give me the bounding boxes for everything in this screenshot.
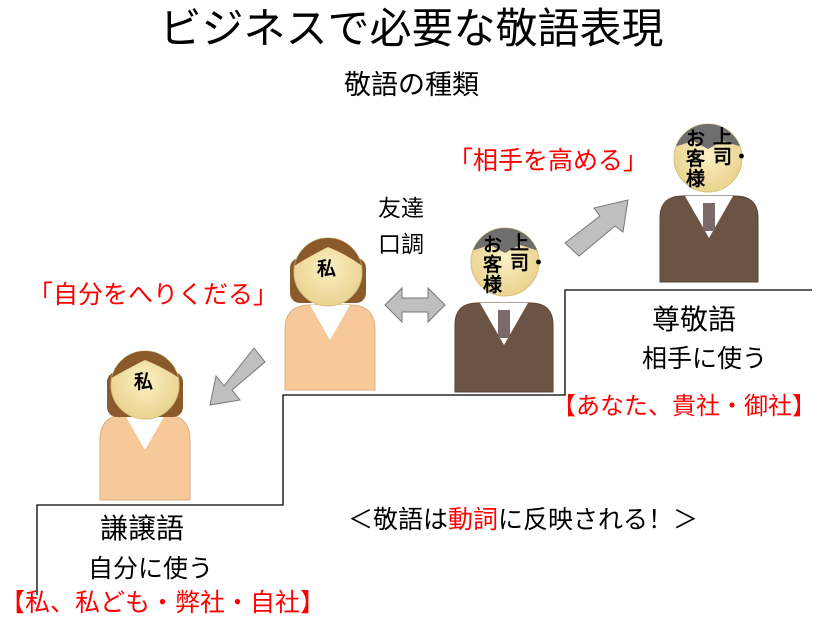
arrow-down-left-icon [209, 347, 266, 406]
page-title: ビジネスで必要な敬語表現 [159, 4, 664, 53]
woman-figure-humble [99, 350, 191, 501]
man-figure-boss-elevated [659, 123, 759, 283]
kenjougo-title: 謙譲語 [100, 512, 185, 545]
sonkeigo-title: 尊敬語 [652, 303, 737, 336]
verb-note-prefix: ＜敬語は [348, 505, 449, 534]
respect-phrase: 「相手を高める」 [448, 146, 649, 175]
face-label-self: 私 [134, 371, 154, 393]
page-subtitle: 敬語の種類 [344, 70, 479, 101]
verb-note-highlight: 動詞 [448, 505, 499, 534]
woman-figure-self [284, 237, 376, 391]
face-label-boss: 上司・ [510, 232, 549, 274]
kenjougo-examples: 【私、私ども・弊社・自社】 [0, 588, 326, 617]
verb-note-suffix: に反映される！＞ [498, 505, 699, 534]
face-label-boss: 上司・ [713, 126, 752, 168]
arrow-up-right-icon [564, 199, 629, 257]
sonkeigo-usage: 相手に使う [642, 344, 768, 373]
man-figure-boss [454, 227, 554, 393]
casual-label-line2: 口調 [378, 232, 424, 258]
humble-phrase: 「自分をへりくだる」 [28, 280, 279, 309]
staircase-line [36, 289, 812, 595]
casual-label-line1: 友達 [378, 196, 424, 222]
face-label-customer: お客様 [686, 128, 706, 190]
face-label-customer: お客様 [483, 234, 503, 296]
sonkeigo-examples: 【あなた、貴社・御社】 [552, 392, 816, 420]
verb-note: ＜敬語は動詞に反映される！＞ [348, 507, 698, 532]
kenjougo-usage: 自分に使う [88, 554, 214, 583]
double-arrow-icon [384, 286, 446, 324]
face-label-self: 私 [317, 258, 337, 280]
